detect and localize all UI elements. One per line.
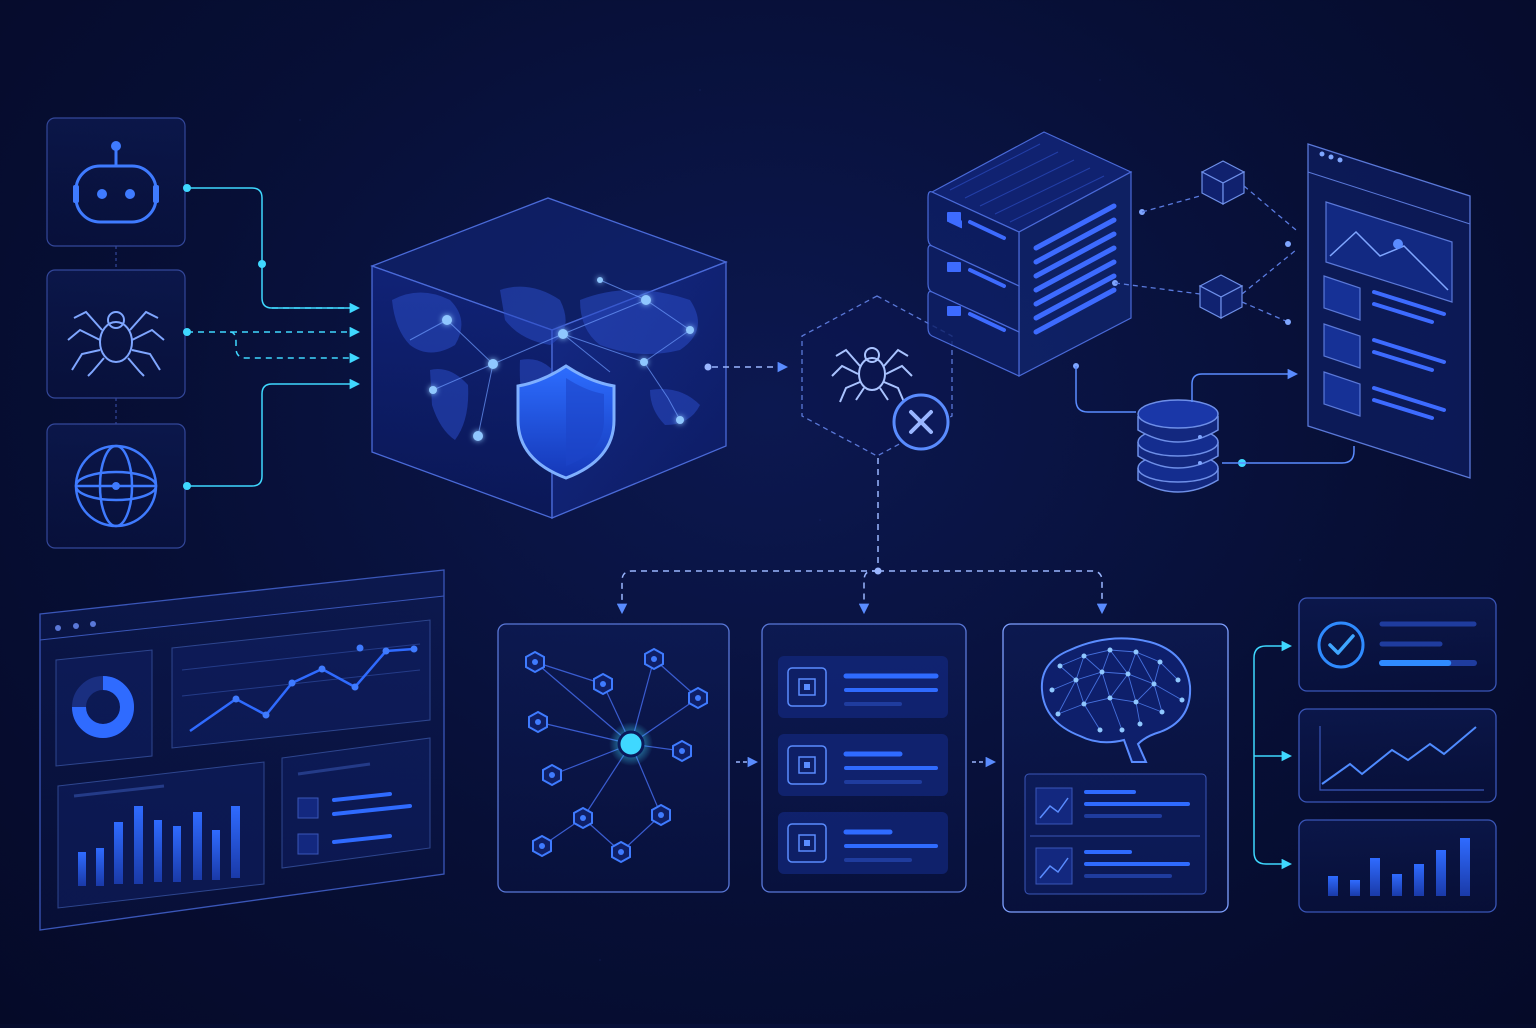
infra-connectors bbox=[1112, 185, 1297, 325]
cube-icon bbox=[1198, 274, 1244, 319]
spider-icon bbox=[67, 310, 165, 377]
output-verified-card[interactable] bbox=[1298, 597, 1497, 692]
spider-icon bbox=[831, 347, 913, 403]
source-bot-card[interactable] bbox=[46, 117, 186, 247]
block-x-icon bbox=[892, 393, 950, 451]
line-chart-widget bbox=[171, 619, 431, 749]
globe-icon bbox=[74, 444, 158, 528]
bar-chart-widget bbox=[57, 761, 265, 909]
web-page-icon bbox=[1307, 151, 1471, 420]
ai-analysis-panel[interactable] bbox=[1002, 623, 1229, 913]
ai-result-row[interactable] bbox=[1035, 847, 1190, 885]
analytics-dashboard[interactable] bbox=[39, 569, 445, 931]
record-row[interactable] bbox=[778, 812, 948, 874]
database[interactable] bbox=[1137, 399, 1219, 493]
ai-result-row[interactable] bbox=[1035, 787, 1190, 825]
network-nodes bbox=[429, 277, 694, 441]
brain-icon bbox=[1040, 637, 1192, 763]
data-cubes bbox=[1198, 160, 1246, 319]
line-chart-icon bbox=[189, 644, 418, 733]
record-row[interactable] bbox=[778, 734, 948, 796]
line-chart-icon bbox=[1319, 726, 1484, 791]
db-connectors bbox=[1073, 363, 1355, 467]
database-icon bbox=[1137, 399, 1219, 493]
robot-icon bbox=[73, 141, 159, 224]
network-graph-icon bbox=[525, 647, 708, 864]
web-page-panel[interactable] bbox=[1307, 143, 1471, 479]
pipeline-split-connectors bbox=[616, 458, 1108, 615]
source-web-card[interactable] bbox=[46, 423, 186, 549]
output-trend-card[interactable] bbox=[1298, 708, 1497, 803]
graph-analysis-panel[interactable] bbox=[497, 623, 730, 893]
protection-hub-cube[interactable] bbox=[370, 197, 728, 519]
server-rack[interactable] bbox=[927, 131, 1133, 377]
background-grid bbox=[299, 79, 1301, 961]
output-volume-card[interactable] bbox=[1298, 819, 1497, 913]
records-panel[interactable] bbox=[761, 623, 967, 893]
bar-chart-icon bbox=[78, 806, 240, 886]
output-connectors bbox=[1253, 640, 1293, 870]
hub-to-threat-connector bbox=[704, 361, 789, 373]
source-crawler-card[interactable] bbox=[46, 269, 186, 399]
threat-detection-node[interactable] bbox=[801, 295, 953, 457]
cube-icon bbox=[1200, 160, 1246, 205]
record-row[interactable] bbox=[778, 656, 948, 718]
server-rack-icon bbox=[927, 131, 1133, 377]
list-icon bbox=[787, 667, 827, 707]
list-widget bbox=[281, 737, 431, 869]
source-connectors bbox=[183, 184, 361, 490]
donut-chart-widget bbox=[55, 649, 153, 767]
shield-icon bbox=[516, 364, 616, 480]
check-circle-icon bbox=[1317, 621, 1365, 669]
list-icon bbox=[787, 745, 827, 785]
list-icon bbox=[787, 823, 827, 863]
donut-chart-icon bbox=[72, 676, 134, 738]
bar-chart-icon bbox=[1328, 838, 1470, 896]
